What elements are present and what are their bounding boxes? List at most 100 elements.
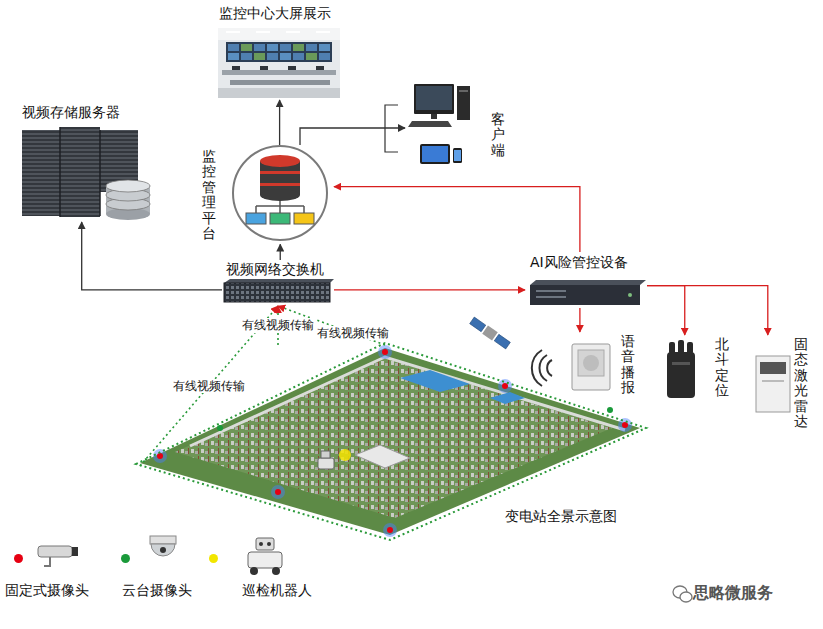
edge-label: 有线视频传输 xyxy=(171,379,247,393)
beidou-device xyxy=(672,362,690,365)
legend-icons xyxy=(38,536,282,575)
speaker-device xyxy=(572,344,610,390)
control-room-photo xyxy=(218,28,340,98)
lidar-device xyxy=(756,356,790,412)
legend-icons xyxy=(256,538,274,550)
substation-picture xyxy=(217,425,223,431)
client-terminal: 客户端 xyxy=(405,88,513,168)
display-wall: 监控中心大屏展示 xyxy=(205,3,350,100)
substation-picture xyxy=(490,392,525,404)
wifi-symbol xyxy=(539,355,547,381)
connector xyxy=(82,222,222,290)
substation-picture xyxy=(140,348,640,535)
legend-swatch xyxy=(121,554,130,563)
control-room-photo xyxy=(306,53,317,60)
platform-icon xyxy=(294,213,314,224)
management-platform: 监控管理平台 xyxy=(198,145,334,244)
platform-icon xyxy=(246,213,266,224)
ai-device xyxy=(536,290,566,292)
legend-text: 云台摄像头 xyxy=(122,582,192,600)
satellite-symbol xyxy=(470,317,486,332)
watermark: 思略微服务 xyxy=(693,583,773,604)
control-room-photo xyxy=(316,66,324,70)
server-rack-picture xyxy=(99,130,101,216)
node-label: 北斗定位 xyxy=(715,337,729,399)
client-devices-picture xyxy=(457,86,470,120)
control-room-photo xyxy=(256,31,270,33)
control-room-photo xyxy=(226,31,240,33)
control-room-photo xyxy=(319,53,330,60)
control-room-photo xyxy=(280,44,291,51)
ai-device xyxy=(536,296,566,298)
ai-device xyxy=(628,293,632,297)
ai-device xyxy=(530,285,640,305)
switch-device xyxy=(224,283,330,302)
connector xyxy=(300,128,405,145)
node-label: 固态激光雷达 xyxy=(794,337,808,429)
control-room-photo xyxy=(254,44,265,51)
server-rack-picture xyxy=(22,130,60,216)
control-room-photo xyxy=(230,80,330,85)
wechat-icon xyxy=(680,592,692,602)
substation-panorama: 变电站全景示意图 xyxy=(140,345,640,540)
edge-label: 有线视频传输 xyxy=(240,318,316,332)
legend-icons xyxy=(44,557,50,566)
server-rack-picture xyxy=(106,180,150,192)
wechat-icon xyxy=(673,586,692,602)
control-room-photo xyxy=(232,66,240,70)
substation-picture xyxy=(622,422,628,428)
substation-picture xyxy=(318,458,334,469)
connector xyxy=(579,308,580,332)
ai-device xyxy=(530,280,646,285)
legend-text: 巡检机器人 xyxy=(242,582,312,600)
connector xyxy=(334,187,580,252)
substation-picture xyxy=(383,523,397,537)
substation-picture xyxy=(271,485,285,499)
platform-icon xyxy=(260,189,300,201)
lidar-sensor: 固态激光雷达 xyxy=(748,335,814,440)
substation-picture xyxy=(355,445,410,468)
control-room-photo xyxy=(293,44,304,51)
legend-swatch xyxy=(14,554,23,563)
legend-icons xyxy=(250,567,258,575)
ai-device xyxy=(530,280,646,305)
speaker-device xyxy=(572,344,610,390)
wifi-symbol xyxy=(532,350,542,386)
connector xyxy=(280,244,281,260)
control-room-photo xyxy=(267,44,278,51)
lidar-device xyxy=(756,356,790,412)
control-room-photo xyxy=(267,53,278,60)
control-room-photo xyxy=(218,28,340,98)
node-label: 视频网络交换机 xyxy=(226,261,324,279)
substation-picture xyxy=(378,345,392,359)
substation-picture xyxy=(498,379,512,393)
substation-picture xyxy=(607,407,613,413)
legend-icons xyxy=(259,542,263,546)
node-label: 监控管理平台 xyxy=(202,149,216,241)
control-room-photo xyxy=(319,44,330,51)
node-label: 视频存储服务器 xyxy=(22,104,120,122)
legend-icons xyxy=(151,544,175,556)
client-devices-picture xyxy=(416,86,452,110)
legend-icons xyxy=(272,567,280,575)
substation-picture xyxy=(400,370,470,392)
ai-risk-device: AI风险管控设备 xyxy=(525,252,647,308)
edge-label: 有线视频传输 xyxy=(315,326,391,340)
platform-icon xyxy=(270,213,290,224)
substation-picture xyxy=(275,489,281,495)
legend-icons xyxy=(248,552,282,568)
client-devices-picture xyxy=(420,144,450,164)
node-label: 变电站全景示意图 xyxy=(505,508,617,526)
platform-icon xyxy=(260,183,300,186)
legend-swatch xyxy=(209,554,218,563)
speaker-device xyxy=(578,350,604,376)
substation-picture xyxy=(382,349,388,355)
substation-picture xyxy=(190,357,625,446)
client-devices-picture xyxy=(431,114,437,119)
satellite-symbol xyxy=(482,325,498,340)
server-rack-picture xyxy=(22,127,150,220)
lidar-device xyxy=(762,380,784,382)
